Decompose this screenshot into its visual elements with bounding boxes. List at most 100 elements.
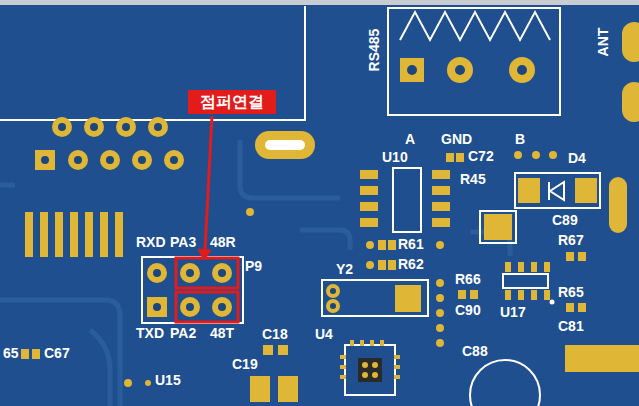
through-hole-pad — [447, 57, 473, 83]
through-hole-pad — [164, 150, 184, 170]
smd-pad — [575, 178, 597, 203]
smd-pad — [263, 345, 273, 355]
pad-hole — [170, 156, 178, 164]
through-hole-pad — [147, 263, 167, 283]
silkscreen-outline — [0, 6, 305, 120]
silkscreen-label: 65 — [3, 345, 19, 361]
smd-pad — [278, 376, 298, 402]
copper-track — [300, 230, 350, 250]
pad-hole — [122, 123, 130, 131]
smd-pad — [40, 212, 48, 257]
smd-pad — [25, 212, 33, 257]
silkscreen-outline — [388, 8, 560, 115]
pad-hole — [74, 156, 82, 164]
via — [549, 151, 557, 159]
smd-pad — [250, 376, 270, 402]
silkscreen-label: C81 — [558, 318, 584, 334]
smd-pad — [394, 365, 400, 369]
silkscreen-label: R67 — [558, 232, 584, 248]
via — [514, 151, 522, 159]
smd-pad — [458, 290, 466, 299]
via — [436, 309, 444, 317]
via — [436, 324, 444, 332]
pad-hole — [41, 156, 49, 164]
smd-pad — [70, 212, 78, 257]
smd-pad — [544, 262, 550, 272]
callout-arrow — [205, 116, 212, 250]
pad-hole — [265, 140, 305, 150]
through-hole-pad — [180, 297, 200, 317]
silkscreen-label: C90 — [455, 302, 481, 318]
through-hole-pad — [100, 150, 120, 170]
through-hole-pad — [622, 22, 639, 62]
smd-pad — [362, 372, 368, 378]
silkscreen-label: C67 — [44, 345, 70, 361]
through-hole-pad — [400, 58, 424, 82]
smd-pad — [531, 262, 537, 272]
smd-pad — [278, 345, 288, 355]
jumper-highlight — [176, 292, 238, 322]
pad-hole — [218, 269, 226, 277]
copper-track — [0, 300, 120, 406]
smd-pad — [370, 340, 374, 346]
silkscreen-outline — [515, 173, 600, 208]
silkscreen-label: C88 — [462, 343, 488, 359]
silkscreen-label: 48R — [210, 234, 236, 250]
smd-pad — [578, 303, 586, 312]
smd-pad — [394, 355, 400, 359]
pad-hole — [138, 156, 146, 164]
smd-pad — [388, 260, 396, 270]
silkscreen-label: R62 — [398, 256, 424, 272]
smd-pad — [578, 252, 586, 261]
via — [366, 241, 374, 249]
via — [366, 261, 374, 269]
through-hole-pad — [35, 22, 639, 317]
smd-pad — [360, 218, 378, 227]
pad-hole — [153, 269, 161, 277]
smd-pad — [378, 260, 386, 270]
smd-pad — [566, 252, 574, 261]
silkscreen-label: U17 — [500, 304, 526, 320]
smd-pad — [358, 358, 382, 382]
through-hole-pad — [132, 150, 152, 170]
through-hole-pad — [148, 117, 168, 137]
smd-pad — [432, 186, 450, 195]
smd-pad — [100, 212, 108, 257]
pad-hole — [330, 303, 336, 309]
pad-hole — [330, 288, 336, 294]
smd-pad — [470, 290, 478, 299]
pin1-dot — [550, 300, 555, 305]
pad-hole — [517, 65, 527, 75]
silkscreen-outline — [142, 257, 243, 323]
pad-hole — [218, 303, 226, 311]
silkscreen-label: D4 — [568, 150, 586, 166]
smd-pad — [372, 372, 378, 378]
through-hole-pad — [212, 297, 232, 317]
smd-pad — [360, 170, 378, 179]
callout-box: 점퍼연결 — [188, 90, 276, 114]
via — [436, 294, 444, 302]
smd-pad — [372, 362, 378, 368]
through-hole-pad — [35, 150, 55, 170]
diode-symbol — [549, 182, 564, 200]
jumper-highlight — [176, 258, 238, 322]
silkscreen-label: C19 — [232, 356, 258, 372]
smd-pad — [340, 365, 346, 369]
through-hole-pad — [326, 284, 340, 298]
pad-hole — [41, 65, 527, 311]
smd-pad — [21, 349, 29, 359]
through-hole-pad — [68, 150, 88, 170]
through-hole-pad — [255, 131, 315, 159]
via — [436, 339, 444, 347]
through-hole-pad — [116, 117, 136, 137]
smd-pad — [565, 345, 639, 372]
smd-pad — [55, 212, 63, 257]
through-hole-pad — [52, 117, 72, 137]
through-hole-pad — [180, 263, 200, 283]
smd-pad — [115, 212, 123, 257]
via — [436, 241, 444, 249]
silkscreen-outline — [0, 6, 600, 406]
smd-pad — [432, 202, 450, 211]
